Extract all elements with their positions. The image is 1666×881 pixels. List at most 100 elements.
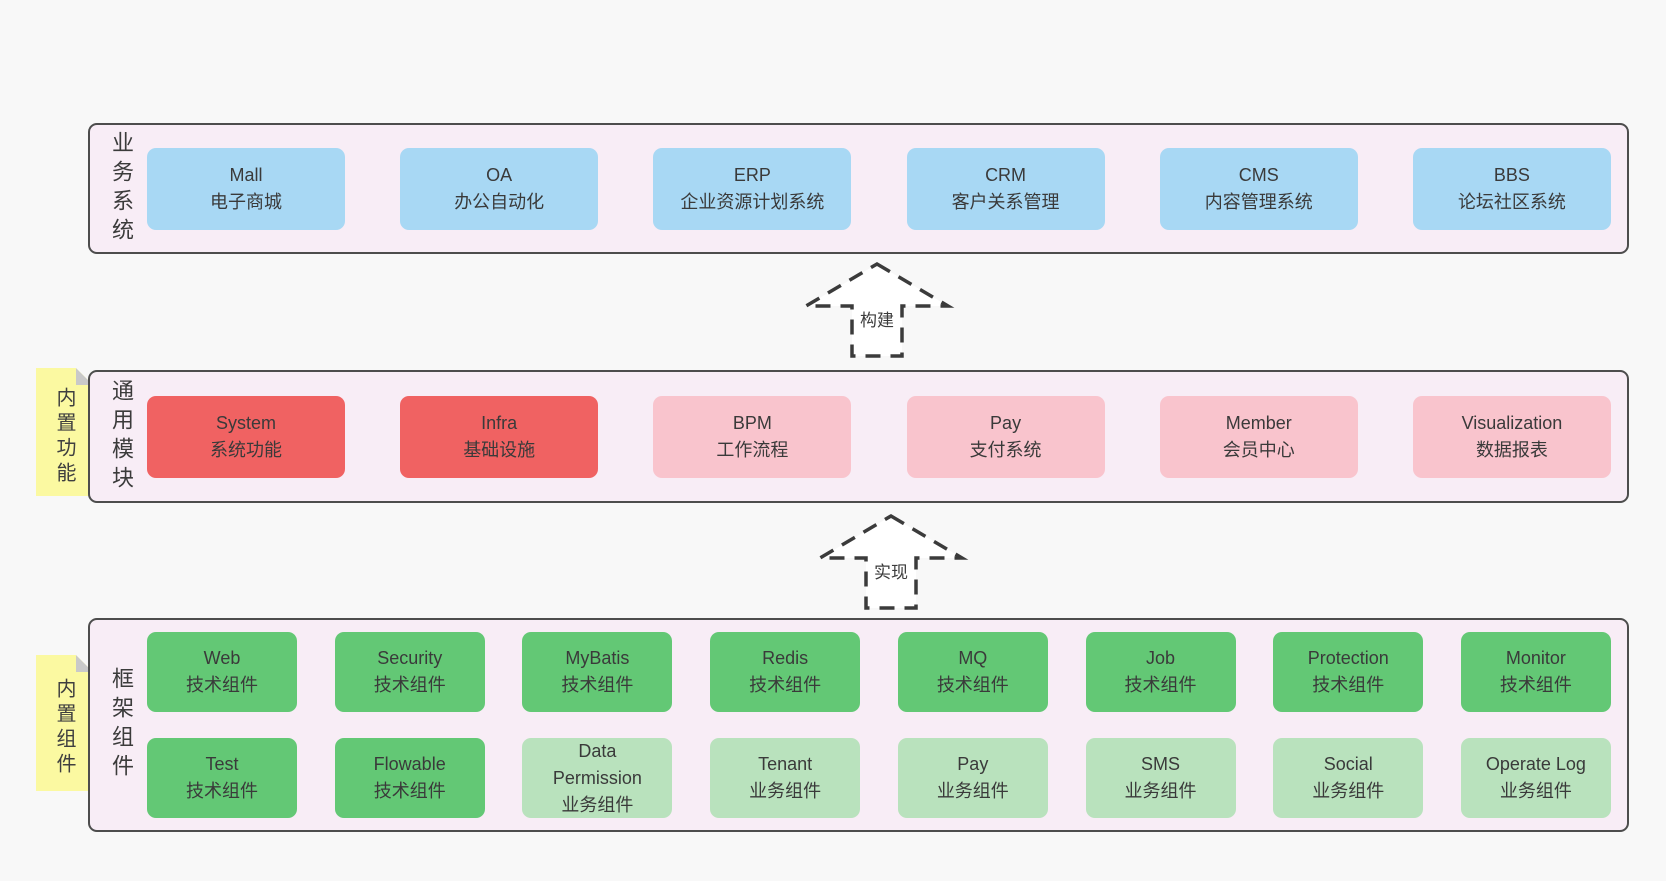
box-name: Flowable	[373, 754, 446, 774]
box-name: BPM	[732, 412, 772, 433]
sticky-note-builtin-functions: 内置功能	[36, 368, 93, 496]
box-desc: 业务组件	[1499, 781, 1572, 801]
band-modules-label: 通用模块	[109, 378, 134, 495]
box-desc: 业务组件	[1124, 781, 1197, 801]
box-desc: 业务组件	[561, 794, 634, 815]
box-desc: 技术组件	[749, 675, 822, 695]
up-arrow-build: 构建	[792, 260, 962, 360]
component-box-pay: Pay 业务组件	[897, 738, 1048, 818]
box-desc: 支付系统	[969, 439, 1042, 460]
component-box-tenant: Tenant 业务组件	[710, 738, 861, 818]
box-name: CMS	[1238, 164, 1279, 185]
box-name: Redis	[762, 648, 809, 668]
box-name: Infra	[481, 412, 518, 433]
box-name: Visualization	[1461, 412, 1563, 433]
box-desc: 技术组件	[373, 675, 446, 695]
sticky-note-label: 内置组件	[53, 678, 75, 778]
box-desc: 数据报表	[1475, 439, 1548, 460]
box-name: OA	[486, 164, 513, 185]
band-business-systems: 业务系统 Mall 电子商城 OA 办公自动化 ERP 企业资源计划系统 CRM…	[88, 123, 1629, 254]
box-desc: 基础设施	[463, 439, 536, 460]
component-box-mybatis: MyBatis 技术组件	[522, 632, 673, 712]
box-name: Pay	[957, 754, 989, 774]
box-name: Tenant	[758, 754, 813, 774]
box-desc: 会员中心	[1222, 439, 1295, 460]
box-desc: 系统功能	[210, 439, 282, 460]
box-name: Mall	[229, 164, 263, 185]
box-desc: 业务组件	[1312, 781, 1385, 801]
box-name: Security	[377, 648, 443, 668]
box-name: MQ	[958, 648, 988, 668]
module-box-pay: Pay 支付系统	[906, 395, 1105, 478]
module-box-infra: Infra 基础设施	[400, 395, 599, 478]
component-box-job: Job 技术组件	[1085, 632, 1236, 712]
box-desc: 技术组件	[1312, 675, 1385, 695]
box-name: ERP	[733, 164, 771, 185]
box-name: BBS	[1493, 164, 1530, 185]
component-box-social: Social 业务组件	[1273, 738, 1424, 818]
box-desc: 技术组件	[186, 675, 258, 695]
sticky-note-builtin-components: 内置组件	[36, 655, 93, 791]
box-desc: 电子商城	[210, 191, 282, 212]
box-desc: 企业资源计划系统	[680, 191, 825, 212]
box-name: Test	[205, 754, 239, 774]
box-name: SMS	[1141, 754, 1181, 774]
box-desc: 技术组件	[373, 781, 446, 801]
component-boxes-row-1: Web 技术组件 Security 技术组件 MyBatis 技术组件 Redi…	[147, 632, 1611, 712]
component-box-sms: SMS 业务组件	[1085, 738, 1236, 818]
component-boxes-row-2: Test 技术组件 Flowable 技术组件 Data Permission …	[147, 738, 1611, 818]
box-name: Web	[203, 648, 241, 668]
component-box-redis: Redis 技术组件	[710, 632, 861, 712]
box-desc: 技术组件	[1124, 675, 1197, 695]
box-name: MyBatis	[565, 648, 630, 668]
sticky-note-label: 内置功能	[53, 387, 75, 487]
band-business-label: 业务系统	[109, 130, 134, 247]
band-common-modules: 通用模块 System 系统功能 Infra 基础设施 BPM 工作流程 Pay…	[88, 370, 1629, 503]
system-box-erp: ERP 企业资源计划系统	[653, 147, 852, 230]
component-boxes-grid: Web 技术组件 Security 技术组件 MyBatis 技术组件 Redi…	[147, 620, 1611, 830]
box-desc: 技术组件	[186, 781, 258, 801]
system-box-crm: CRM 客户关系管理	[906, 147, 1105, 230]
component-box-protection: Protection 技术组件	[1273, 632, 1424, 712]
box-name: Operate Log	[1485, 754, 1586, 774]
box-desc: 业务组件	[749, 781, 822, 801]
box-desc: 技术组件	[1499, 675, 1572, 695]
box-name: Monitor	[1505, 648, 1566, 668]
module-box-system: System 系统功能	[147, 395, 345, 478]
band-components-label: 框架组件	[109, 667, 134, 783]
box-desc: 办公自动化	[454, 191, 545, 212]
component-box-mq: MQ 技术组件	[897, 632, 1048, 712]
box-name: Social	[1323, 754, 1373, 774]
component-box-operate-log: Operate Log 业务组件	[1460, 738, 1611, 818]
box-name: System	[215, 412, 276, 433]
up-arrow-implement: 实现	[806, 512, 976, 612]
component-box-monitor: Monitor 技术组件	[1460, 632, 1611, 712]
business-boxes-row: Mall 电子商城 OA 办公自动化 ERP 企业资源计划系统 CRM 客户关系…	[147, 125, 1611, 252]
component-box-web: Web 技术组件	[147, 632, 297, 712]
module-box-member: Member 会员中心	[1159, 395, 1358, 478]
box-name: Data Permission	[552, 740, 642, 788]
module-boxes-row: System 系统功能 Infra 基础设施 BPM 工作流程 Pay 支付系统…	[147, 372, 1611, 501]
arrow-build-label: 构建	[857, 306, 897, 331]
box-name: Pay	[990, 412, 1022, 433]
box-name: Job	[1146, 648, 1176, 668]
box-name: Member	[1225, 412, 1292, 433]
box-desc: 客户关系管理	[951, 191, 1060, 212]
box-desc: 技术组件	[936, 675, 1009, 695]
box-desc: 工作流程	[716, 439, 789, 460]
component-box-flowable: Flowable 技术组件	[334, 738, 485, 818]
box-desc: 技术组件	[561, 675, 634, 695]
system-box-bbs: BBS 论坛社区系统	[1412, 147, 1611, 230]
box-desc: 论坛社区系统	[1457, 191, 1566, 212]
component-box-security: Security 技术组件	[334, 632, 485, 712]
arrow-implement-label: 实现	[871, 558, 911, 583]
box-name: Protection	[1307, 648, 1389, 668]
system-box-mall: Mall 电子商城	[147, 147, 345, 230]
module-box-bpm: BPM 工作流程	[653, 395, 852, 478]
box-name: CRM	[985, 164, 1027, 185]
component-box-test: Test 技术组件	[147, 738, 297, 818]
box-desc: 内容管理系统	[1204, 191, 1313, 212]
band-framework-components: 框架组件 Web 技术组件 Security 技术组件 MyBatis 技术组件…	[88, 618, 1629, 832]
box-desc: 业务组件	[936, 781, 1009, 801]
